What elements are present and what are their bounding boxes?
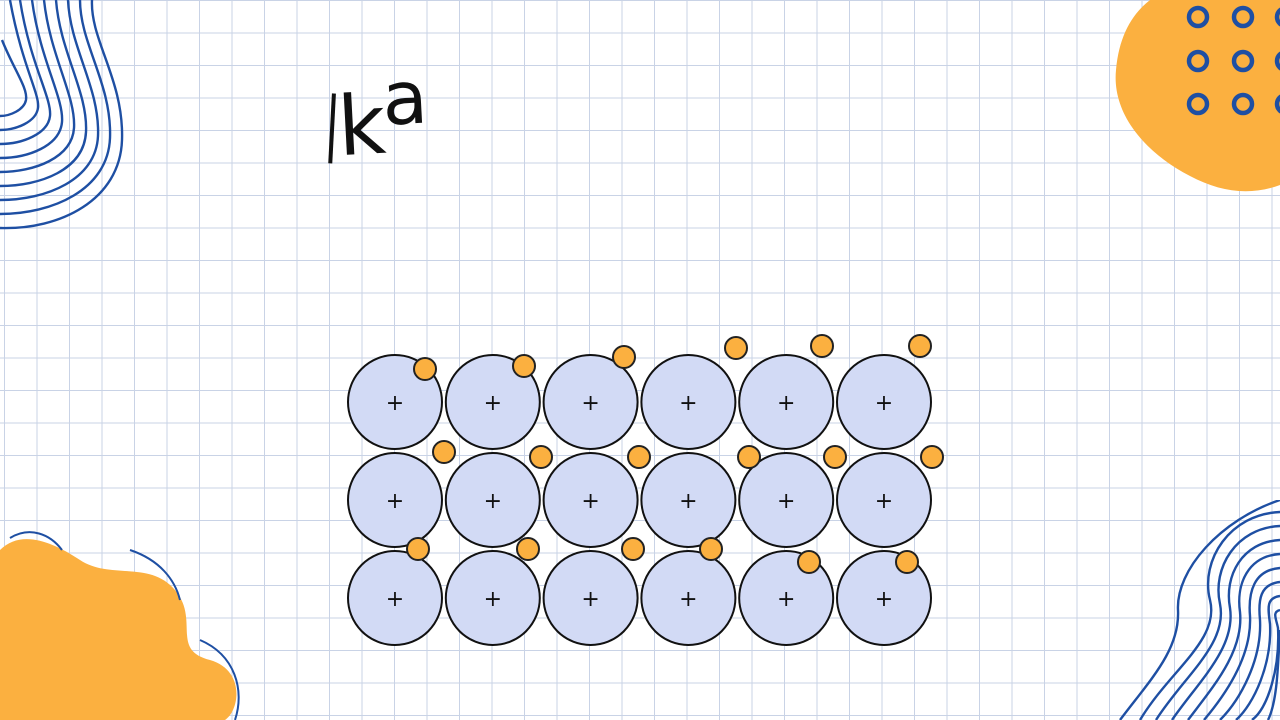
ion-charge-label: +: [679, 489, 697, 514]
ion-charge-label: +: [777, 489, 795, 514]
positive-ion: [347, 550, 443, 646]
free-electron: [724, 336, 748, 360]
ion-charge-label: +: [777, 587, 795, 612]
top-right-dotted-blob-decoration: [1115, 0, 1280, 192]
ion-charge-label: +: [679, 587, 697, 612]
positive-ion: [738, 550, 835, 646]
bottom-left-blob-decoration: [0, 531, 240, 720]
positive-ion: [640, 550, 737, 646]
free-electron: [406, 537, 430, 561]
positive-ion: [836, 452, 932, 548]
ion-charge-label: +: [484, 391, 502, 416]
positive-ion: [444, 354, 541, 450]
ion-charge-label: +: [679, 391, 697, 416]
free-electron: [810, 334, 834, 358]
ion-charge-label: +: [386, 587, 404, 612]
ion-charge-label: +: [484, 587, 502, 612]
ion-charge-label: +: [484, 489, 502, 514]
free-electron: [737, 445, 761, 469]
free-electron: [699, 537, 723, 561]
free-electron: [621, 537, 645, 561]
bottom-right-wave-decoration: [1119, 500, 1280, 720]
top-left-wave-decoration: [0, 0, 124, 230]
positive-ion: [640, 452, 737, 548]
free-electron: [432, 440, 456, 464]
free-electron: [895, 550, 919, 574]
positive-ion: [542, 452, 639, 548]
ion-charge-label: +: [581, 587, 599, 612]
free-electron: [612, 345, 636, 369]
positive-ion: [444, 550, 541, 646]
positive-ion: [444, 452, 541, 548]
ion-charge-label: +: [386, 391, 404, 416]
free-electron: [920, 445, 944, 469]
free-electron: [516, 537, 540, 561]
ion-charge-label: +: [386, 489, 404, 514]
positive-ion: [738, 354, 835, 450]
ion-charge-label: +: [581, 391, 599, 416]
positive-ion: [542, 550, 639, 646]
positive-ion: [738, 452, 835, 548]
ion-charge-label: +: [875, 489, 893, 514]
positive-ion: [347, 452, 443, 548]
positive-ion: [836, 550, 932, 646]
positive-ion: [836, 354, 932, 450]
free-electron: [512, 354, 536, 378]
ion-charge-label: +: [777, 391, 795, 416]
free-electron: [627, 445, 651, 469]
free-electron: [823, 445, 847, 469]
free-electron: [529, 445, 553, 469]
free-electron: [413, 357, 437, 381]
ion-charge-label: +: [875, 587, 893, 612]
free-electron: [908, 334, 932, 358]
positive-ion: [640, 354, 737, 450]
positive-ion: [542, 354, 639, 450]
free-electron: [797, 550, 821, 574]
ion-charge-label: +: [581, 489, 599, 514]
ion-charge-label: +: [875, 391, 893, 416]
